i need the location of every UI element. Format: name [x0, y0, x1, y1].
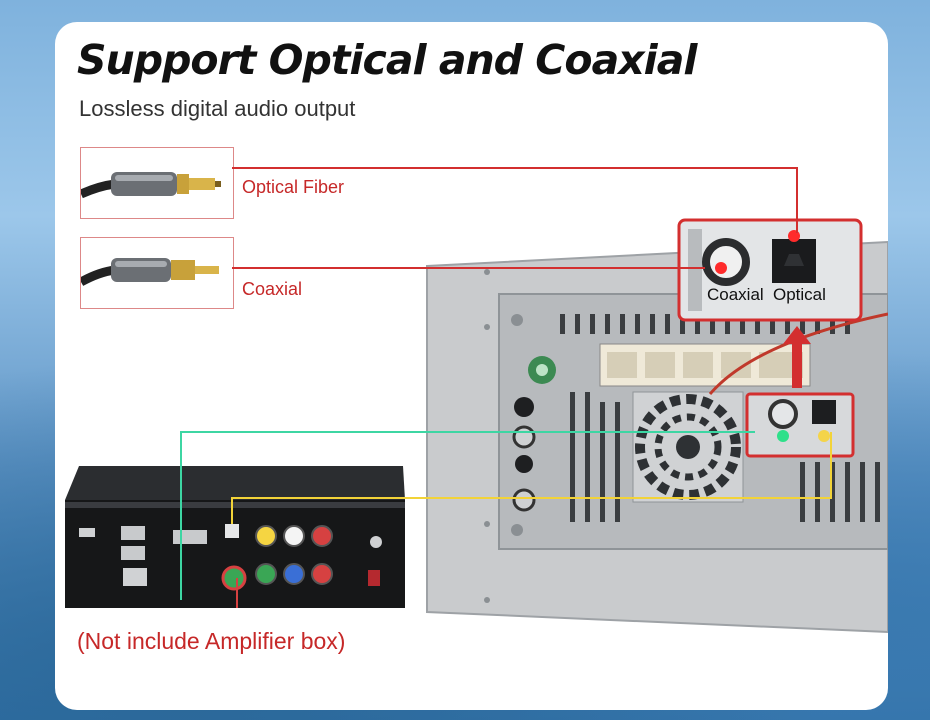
content-card: Support Optical and Coaxial Lossless dig…	[55, 22, 888, 710]
callout-optical-label: Optical	[773, 285, 826, 305]
callout-coaxial-label: Coaxial	[707, 285, 764, 305]
amplifier-note: (Not include Amplifier box)	[77, 628, 345, 655]
amplifier-box	[65, 466, 405, 608]
connection-diagram	[55, 22, 888, 710]
